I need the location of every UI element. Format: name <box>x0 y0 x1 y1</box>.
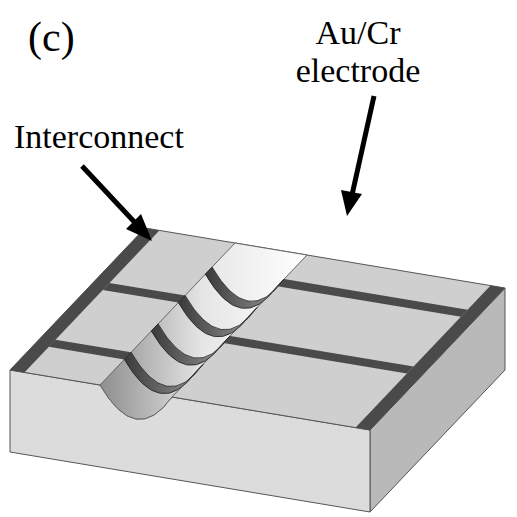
top-face <box>10 228 505 430</box>
substrate-block <box>10 228 505 512</box>
trench <box>100 243 307 419</box>
interconnect-strip <box>10 228 159 372</box>
interconnect-strip <box>49 340 131 360</box>
label-text: Interconnect <box>14 120 184 154</box>
leader-line <box>352 96 374 195</box>
arrow-head <box>341 190 362 216</box>
label-text: (c) <box>28 16 75 58</box>
arrow-head <box>126 214 152 241</box>
electrode-band <box>205 267 284 308</box>
interconnect-strip <box>103 283 185 303</box>
interconnect-strip <box>223 336 413 374</box>
leader-line <box>82 166 140 228</box>
leader-arrows <box>82 96 374 241</box>
interconnect-strip <box>277 279 467 317</box>
label-text: Au/Cr electrode <box>288 14 428 90</box>
